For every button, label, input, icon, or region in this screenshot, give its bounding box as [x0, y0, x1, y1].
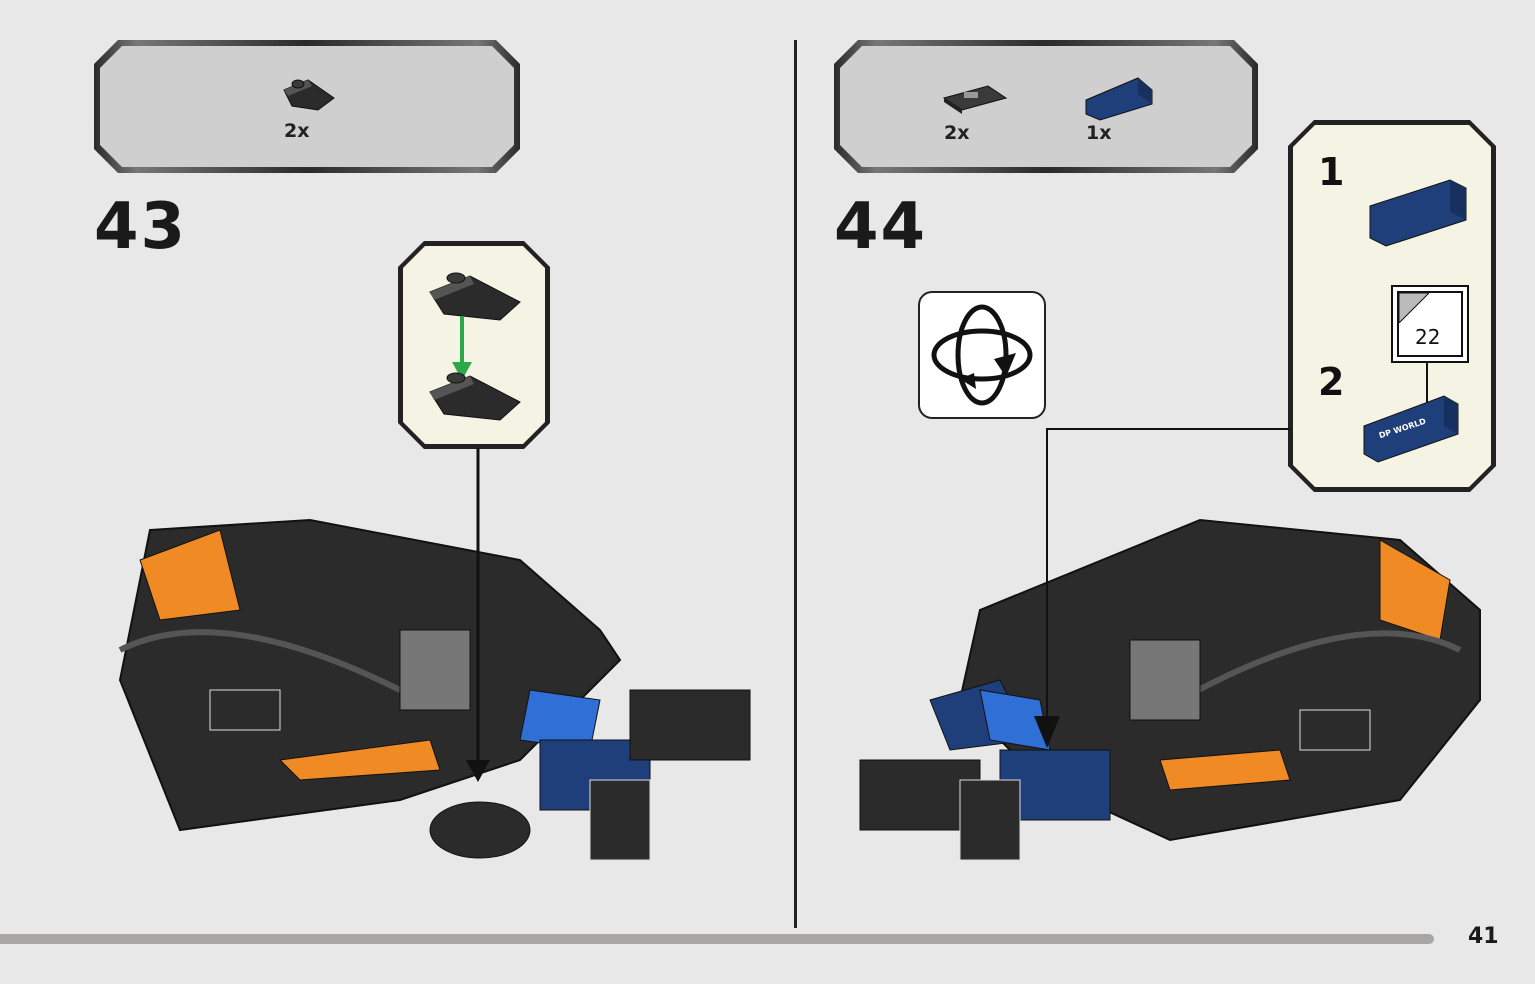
step-44-part-1-qty: 2x [944, 122, 970, 144]
step-44-model-illustration [859, 518, 1481, 861]
rotate-model-icon [931, 304, 1033, 406]
placement-arrow-icon [1034, 716, 1060, 748]
blue-slope-piece-icon [1085, 77, 1153, 121]
step-44-number: 44 [834, 190, 928, 264]
page-number: 41 [1468, 924, 1499, 949]
sticker-indicator: 22 [1391, 285, 1469, 363]
page-divider [794, 40, 797, 928]
sub-step-2-number: 2 [1318, 360, 1345, 404]
step-43-part-qty: 2x [284, 120, 310, 142]
rotate-model-box [918, 291, 1046, 419]
sub-step-2-slope-with-sticker-icon [1363, 395, 1459, 463]
callout-leader-vertical [1046, 428, 1048, 728]
sticker-number: 22 [1415, 325, 1441, 349]
tile-piece-icon [942, 85, 1008, 114]
sticker-leader-line [1426, 361, 1428, 419]
sub-step-1-number: 1 [1318, 150, 1345, 194]
callout-leader-horizontal [1046, 428, 1290, 430]
sub-step-1-slope-icon [1369, 179, 1467, 247]
step-44-part-2-qty: 1x [1086, 122, 1112, 144]
step-43-model-illustration [118, 448, 751, 861]
sticker-peel-icon [1399, 293, 1429, 323]
step-43-number: 43 [94, 190, 188, 264]
page-progress-bar [0, 934, 1434, 944]
callout-assembly-icon [429, 272, 521, 421]
curved-slope-piece-icon [283, 79, 335, 111]
